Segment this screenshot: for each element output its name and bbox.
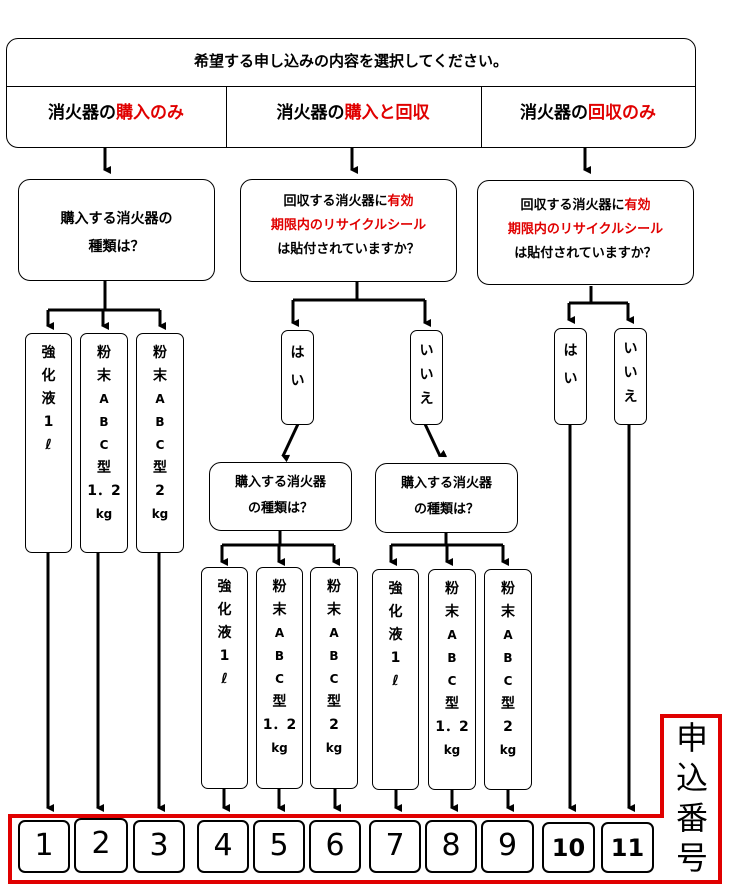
header-question: 希望する申し込みの内容を選択してください。 [193,52,509,70]
seal-question-1: 回収する消火器に有効 期限内のリサイクルシール は貼付されていますか？ [270,194,427,257]
option-collect-only[interactable]: 消火器の回収のみ [520,103,656,123]
type-question-box-1 [18,179,215,281]
application-number-label: 申 込 番 号 [675,719,708,877]
header-col-divider-1 [226,86,227,147]
header-divider [7,86,695,87]
application-number-frame [8,714,722,884]
number-box-7[interactable]: 7 [369,820,421,873]
number-box-11[interactable]: 11 [601,822,654,873]
number-box-4[interactable]: 4 [197,820,249,873]
answer-no-1[interactable]: いいえ [410,330,443,425]
number-box-8[interactable]: 8 [425,820,477,873]
number-box-5[interactable]: 5 [253,820,305,873]
type-question-2: 購入する消火器の種類は？ [234,475,326,516]
type-question-1: 購入する消火器の種類は？ [60,211,173,255]
number-box-9[interactable]: 9 [481,820,534,873]
answer-yes-2[interactable]: はい [554,328,587,425]
answer-no-2[interactable]: いいえ [614,328,647,425]
seal-question-box-1 [240,179,457,282]
number-box-1[interactable]: 1 [18,820,70,873]
header-col-divider-2 [481,86,482,147]
type-question-box-3 [375,463,518,533]
number-box-10[interactable]: 10 [542,822,595,873]
number-box-2[interactable]: 2 [74,818,128,873]
answer-yes-1[interactable]: はい [281,330,314,425]
option-purchase-and-collect[interactable]: 消火器の購入と回収 [276,103,430,123]
number-box-3[interactable]: 3 [133,820,185,873]
choice-header [6,38,696,148]
type-question-box-2 [209,462,352,531]
seal-question-2: 回収する消火器に有効 期限内のリサイクルシール は貼付されていますか？ [507,198,664,261]
option-purchase-only[interactable]: 消火器の購入のみ [48,103,184,123]
type-question-3: 購入する消火器の種類は？ [400,476,492,517]
number-box-6[interactable]: 6 [309,820,361,873]
seal-question-box-2 [477,180,694,285]
